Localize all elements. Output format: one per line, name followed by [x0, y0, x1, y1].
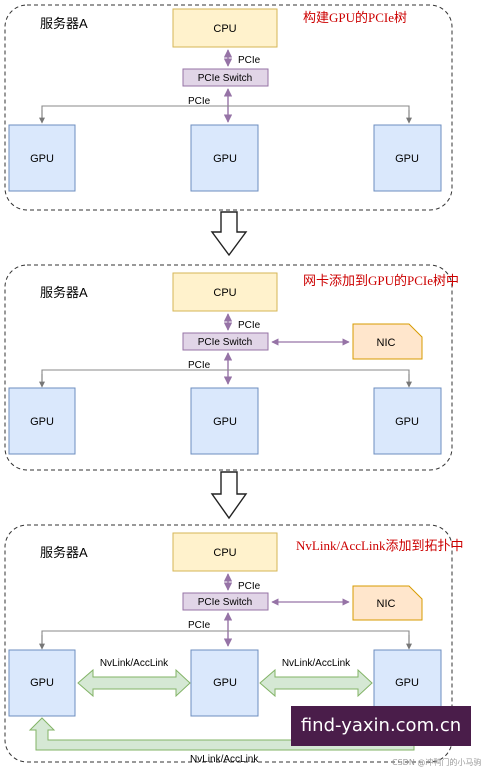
pcie-lower-label: PCIe — [188, 360, 211, 371]
down-arrow-icon — [210, 211, 248, 257]
pcie-switch-box — [182, 332, 269, 351]
gpu-label-3: GPU — [395, 416, 419, 428]
nvlink-bottom-label: NvLink/AccLink — [190, 754, 259, 765]
panel-title: NvLink/AccLink添加到拓扑中 — [296, 538, 464, 553]
gpu-box-1 — [8, 649, 76, 717]
credit-text: CSDN @冲鸭门的小马驹 — [392, 758, 482, 767]
gpu-label-2: GPU — [213, 677, 237, 689]
panel-1: 服务器A 构建GPU的PCIe树 CPU PCIe PCIe Switch PC… — [4, 4, 453, 211]
pcie-switch-label: PCIe Switch — [198, 337, 252, 348]
panel-2: 服务器A 网卡添加到GPU的PCIe树中 CPU PCIe PCIe Switc… — [4, 264, 459, 471]
cpu-label: CPU — [213, 23, 236, 35]
pcie-switch-label: PCIe Switch — [198, 597, 252, 608]
nvlink-arrow-right — [259, 668, 373, 698]
panel-title: 网卡添加到GPU的PCIe树中 — [303, 273, 459, 288]
gpu-box-2 — [190, 649, 259, 717]
gpu-label-2: GPU — [213, 416, 237, 428]
server-label: 服务器A — [40, 545, 88, 560]
pcie-bus — [41, 105, 410, 122]
pcie-bus — [41, 630, 410, 648]
pcie-switch-box — [182, 68, 269, 87]
cpu-box — [172, 8, 278, 48]
cpu-box — [172, 272, 278, 312]
pcie-switch-label: PCIe Switch — [198, 73, 252, 84]
gpu-label-1: GPU — [30, 153, 54, 165]
gpu-box-3 — [373, 649, 442, 717]
gpu-label-3: GPU — [395, 153, 419, 165]
cpu-box — [172, 532, 278, 572]
server-label: 服务器A — [40, 285, 88, 300]
nic-label: NIC — [377, 598, 396, 610]
panel-3: 服务器A NvLink/AccLink添加到拓扑中 CPU PCIe PCIe … — [4, 524, 464, 765]
pcie-upper-label: PCIe — [238, 581, 261, 592]
pcie-upper-label: PCIe — [238, 320, 261, 331]
pcie-lower-label: PCIe — [188, 96, 211, 107]
gpu-label-1: GPU — [30, 416, 54, 428]
gpu-box-3 — [373, 387, 442, 455]
down-arrow-icon — [210, 471, 248, 520]
gpu-box-1 — [8, 124, 76, 192]
panel-title: 构建GPU的PCIe树 — [303, 10, 407, 25]
cpu-label: CPU — [213, 287, 236, 299]
server-border — [4, 524, 453, 763]
nic-box — [352, 323, 423, 360]
nic-box — [352, 585, 423, 621]
gpu-box-3 — [373, 124, 442, 192]
watermark-banner: find-yaxin.com.cn — [291, 706, 471, 746]
pcie-lower-label: PCIe — [188, 620, 211, 631]
pcie-bus — [41, 369, 410, 386]
gpu-label-3: GPU — [395, 677, 419, 689]
pcie-switch-box — [182, 592, 269, 611]
server-border — [4, 4, 453, 211]
gpu-box-1 — [8, 387, 76, 455]
nvlink-arrow-left — [77, 668, 191, 698]
gpu-box-2 — [190, 387, 259, 455]
cpu-label: CPU — [213, 547, 236, 559]
nvlink-right-label: NvLink/AccLink — [282, 658, 351, 669]
gpu-label-2: GPU — [213, 153, 237, 165]
server-border — [4, 264, 453, 471]
nvlink-left-label: NvLink/AccLink — [100, 658, 169, 669]
server-label: 服务器A — [40, 16, 88, 31]
gpu-label-1: GPU — [30, 677, 54, 689]
gpu-box-2 — [190, 124, 259, 192]
pcie-upper-label: PCIe — [238, 55, 261, 66]
nic-label: NIC — [377, 337, 396, 349]
